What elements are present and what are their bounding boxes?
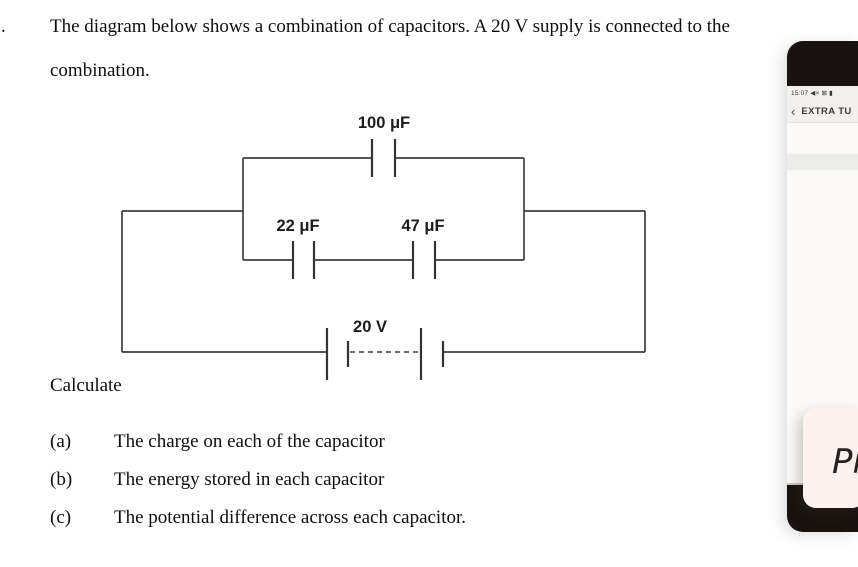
note-card-text: Pr (832, 442, 858, 482)
battery-voltage-label: 20 V (353, 318, 387, 336)
item-a-text: The charge on each of the capacitor (114, 431, 385, 452)
phone-nav-bar: ‹ EXTRA TU (787, 100, 858, 123)
question-intro-line1: The diagram below shows a combination of… (50, 16, 730, 37)
item-c-label: (c) (50, 507, 72, 528)
question-number-fragment: . (1, 16, 6, 37)
capacitor-22uF-label: 22 μF (276, 217, 319, 235)
list-separator-band (787, 154, 858, 170)
battery-20V (325, 328, 445, 380)
question-intro-line2: combination. (50, 60, 150, 81)
capacitor-100uF (370, 139, 397, 177)
item-b-text: The energy stored in each capacitor (114, 469, 385, 490)
circuit-wires (121, 157, 646, 353)
status-icons: ◀× ⊠ ▮ (810, 90, 833, 97)
capacitor-22uF (291, 241, 316, 279)
calculate-heading: Calculate (50, 375, 122, 396)
capacitor-100uF-label: 100 μF (358, 114, 410, 132)
item-b-label: (b) (50, 469, 73, 490)
phone-top-bezel (787, 41, 858, 86)
capacitor-47uF-label: 47 μF (401, 217, 444, 235)
status-time: 15:07 (791, 89, 809, 97)
back-chevron-icon[interactable]: ‹ (791, 103, 796, 119)
phone-status-bar: 15:07 ◀× ⊠ ▮ (787, 86, 858, 100)
note-card[interactable]: Pr (803, 408, 858, 508)
nav-title: EXTRA TU (801, 105, 852, 117)
item-a-label: (a) (50, 431, 72, 452)
capacitor-47uF (411, 241, 437, 279)
item-c-text: The potential difference across each cap… (114, 507, 467, 528)
